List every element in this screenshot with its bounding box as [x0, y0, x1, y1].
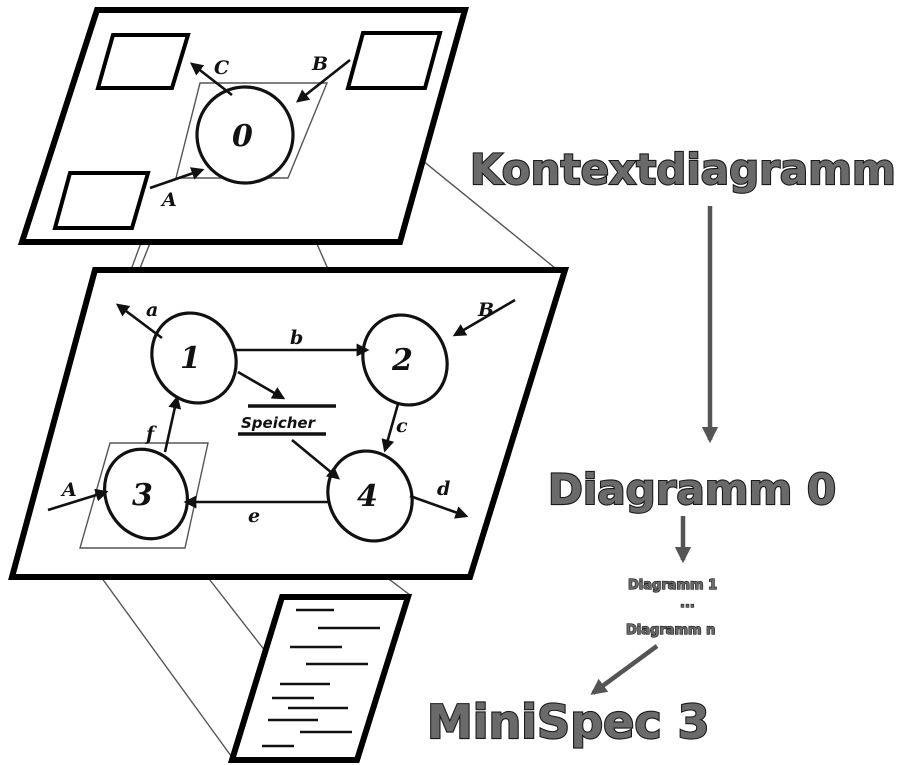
external-entity-box — [52, 171, 151, 230]
process-2 — [361, 313, 449, 407]
process-3 — [103, 447, 189, 541]
external-entity-box — [95, 33, 191, 90]
process-4-label: 4 — [357, 479, 378, 514]
flow-label-f: f — [144, 423, 157, 445]
process-2-label: 2 — [391, 343, 413, 378]
minispec-sheet — [227, 594, 413, 763]
flow-b-arrow — [295, 58, 351, 103]
flow-to-store-arrow — [237, 370, 286, 400]
flow-from-store-arrow — [291, 438, 341, 480]
flow-label-d: d — [437, 478, 450, 500]
flow-label-b: B — [311, 53, 328, 75]
flow-label-e: e — [248, 505, 260, 527]
diagram0-plate: 1 2 3 4 Speicher a b c d e f A B — [8, 267, 570, 580]
context-diagram-plate: 0 C B A — [17, 7, 469, 245]
label-dots: ... — [680, 596, 695, 611]
data-store-label: Speicher — [241, 414, 317, 432]
flow-label-A: A — [60, 479, 77, 501]
flow-label-a: a — [146, 299, 158, 321]
flow-label-b: b — [290, 327, 303, 349]
process-0-label: 0 — [232, 119, 253, 154]
flow-A-in-arrow — [47, 488, 109, 512]
flow-a-arrow — [149, 167, 205, 190]
level-hierarchy: Kontextdiagramm Diagramm 0 Diagramm 1 ..… — [426, 144, 897, 750]
flow-a-out-arrow — [115, 303, 163, 340]
process-1-label: 1 — [180, 341, 201, 376]
label-kontextdiagramm: Kontextdiagramm — [470, 145, 896, 194]
process-4 — [326, 449, 414, 543]
flow-B-in-arrow — [452, 298, 516, 337]
flow-label-a: A — [160, 189, 177, 211]
zoom-box-process-0 — [175, 82, 329, 179]
flow-label-B: B — [477, 299, 494, 321]
process-3-label: 3 — [132, 478, 153, 513]
zoom-box-process-3 — [79, 442, 209, 549]
flow-label-c: C — [214, 57, 229, 79]
flow-c-arrow — [189, 62, 233, 97]
flow-c-arrow — [381, 403, 400, 453]
label-minispec-3: MiniSpec 3 — [427, 695, 710, 749]
data-store: Speicher — [238, 404, 336, 436]
label-diagramm-0: Diagramm 0 — [548, 465, 836, 514]
label-diagramm-1: Diagramm 1 — [628, 578, 717, 593]
process-1 — [150, 311, 238, 405]
external-entity-box — [345, 31, 443, 90]
flow-d-arrow — [409, 494, 469, 519]
flow-f-arrow — [163, 395, 182, 453]
process-0 — [195, 85, 295, 185]
arrow-sub-to-minispec — [590, 644, 659, 695]
label-diagramm-n: Diagramm n — [626, 623, 715, 638]
flow-label-c: c — [396, 415, 408, 437]
